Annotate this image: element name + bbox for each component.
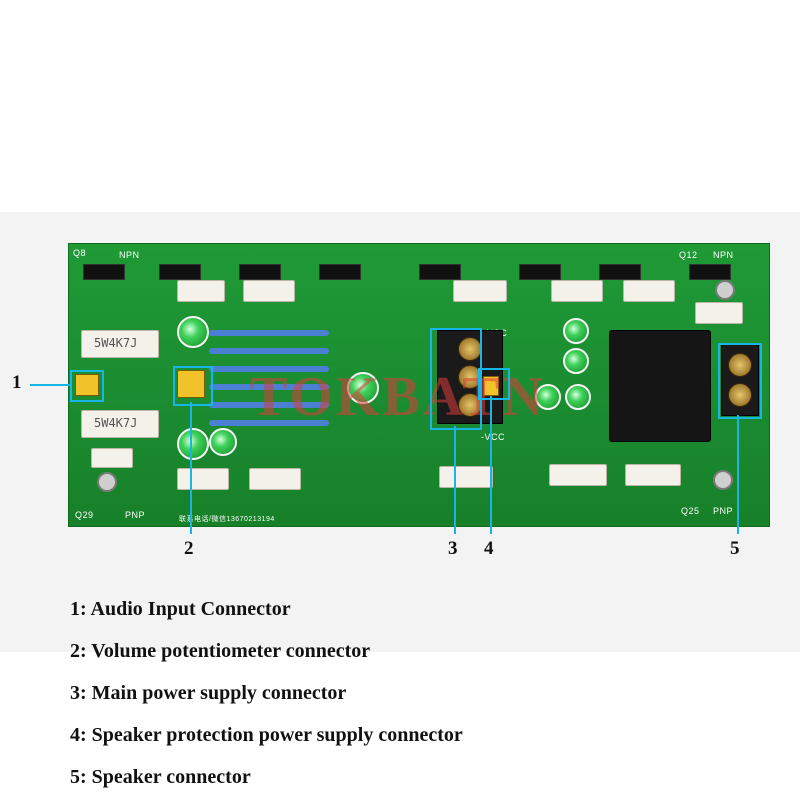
power-resistor xyxy=(91,448,133,468)
legend-item-volume-pot: 2: Volume potentiometer connector xyxy=(70,640,371,662)
resistor-array xyxy=(209,420,329,426)
power-resistor xyxy=(249,468,301,490)
label-pnp-right: PNP xyxy=(713,506,734,516)
callout-5: 5 xyxy=(730,538,740,559)
resistor-array xyxy=(209,330,329,336)
callout-4: 4 xyxy=(484,538,494,559)
resistor-5w4k7-lower: 5W4K7J xyxy=(81,410,159,438)
resistor-array xyxy=(209,366,329,372)
main-power-terminal-block xyxy=(437,330,503,424)
power-resistor xyxy=(243,280,295,302)
resistor-array xyxy=(209,348,329,354)
callout-2: 2 xyxy=(184,538,194,559)
capacitor xyxy=(565,384,591,410)
capacitor xyxy=(563,318,589,344)
leader-line-1 xyxy=(30,384,70,386)
highlight-box-1 xyxy=(70,370,104,402)
transistor xyxy=(519,264,561,280)
transistor xyxy=(159,264,201,280)
amplifier-board-photo: Q8 NPN Q12 NPN Q29 PNP Q25 PNP +VCC -VCC… xyxy=(68,243,770,527)
highlight-box-5 xyxy=(718,343,762,419)
mounting-hole xyxy=(713,470,733,490)
highlight-box-2 xyxy=(173,366,213,406)
label-npn-right: NPN xyxy=(713,250,734,260)
capacitor xyxy=(209,428,237,456)
power-resistor xyxy=(177,280,225,302)
power-resistor xyxy=(695,302,743,324)
label-npn-left: NPN xyxy=(119,250,140,260)
transistor xyxy=(419,264,461,280)
capacitor xyxy=(563,348,589,374)
watermark: TOKBATN xyxy=(250,366,546,428)
resistor-array xyxy=(209,384,329,390)
capacitor xyxy=(347,372,379,404)
callout-1: 1 xyxy=(12,372,22,393)
capacitor xyxy=(535,384,561,410)
connector-legend: 1: Audio Input Connector 2: Volume poten… xyxy=(70,588,463,798)
legend-item-main-power: 3: Main power supply connector xyxy=(70,682,347,704)
capacitor xyxy=(177,428,209,460)
power-resistor xyxy=(453,280,507,302)
power-resistor xyxy=(623,280,675,302)
transistor xyxy=(689,264,731,280)
label-pnp-left: PNP xyxy=(125,510,146,520)
audio-input-connector xyxy=(75,374,99,396)
mounting-hole xyxy=(97,472,117,492)
transistor xyxy=(599,264,641,280)
leader-line-2 xyxy=(190,402,192,534)
transistor xyxy=(83,264,125,280)
speaker-terminal-block xyxy=(721,344,759,416)
label-q12: Q12 xyxy=(679,250,698,260)
power-resistor xyxy=(625,464,681,486)
terminal-screw xyxy=(728,353,752,377)
relay xyxy=(609,330,711,442)
highlight-box-3 xyxy=(430,328,482,430)
highlight-box-4 xyxy=(478,368,510,400)
resistor-label-upper: 5W4K7J xyxy=(94,336,138,350)
protection-power-connector xyxy=(483,376,499,396)
capacitor xyxy=(177,316,209,348)
leader-line-3 xyxy=(454,426,456,534)
volume-pot-connector xyxy=(177,370,205,398)
resistor-5w4k7-upper: 5W4K7J xyxy=(81,330,159,358)
terminal-screw xyxy=(458,337,482,361)
label-phone: 联系电话/微信13670213194 xyxy=(179,516,275,523)
power-resistor xyxy=(551,280,603,302)
leader-line-5 xyxy=(737,415,739,534)
legend-item-protection-power: 4: Speaker protection power supply conne… xyxy=(70,724,463,746)
label-q25: Q25 xyxy=(681,506,700,516)
power-resistor xyxy=(177,468,229,490)
transistor xyxy=(239,264,281,280)
resistor-array xyxy=(209,402,329,408)
power-resistor xyxy=(549,464,607,486)
leader-line-4 xyxy=(490,396,492,534)
legend-item-audio-input: 1: Audio Input Connector xyxy=(70,598,291,620)
mounting-hole xyxy=(715,280,735,300)
label-minus-vcc: -VCC xyxy=(481,432,505,442)
power-resistor xyxy=(439,466,493,488)
transistor xyxy=(319,264,361,280)
label-q29: Q29 xyxy=(75,510,94,520)
callout-3: 3 xyxy=(448,538,458,559)
terminal-screw xyxy=(728,383,752,407)
label-q8: Q8 xyxy=(73,248,87,258)
legend-item-speaker: 5: Speaker connector xyxy=(70,766,251,788)
resistor-label-lower: 5W4K7J xyxy=(94,416,138,430)
